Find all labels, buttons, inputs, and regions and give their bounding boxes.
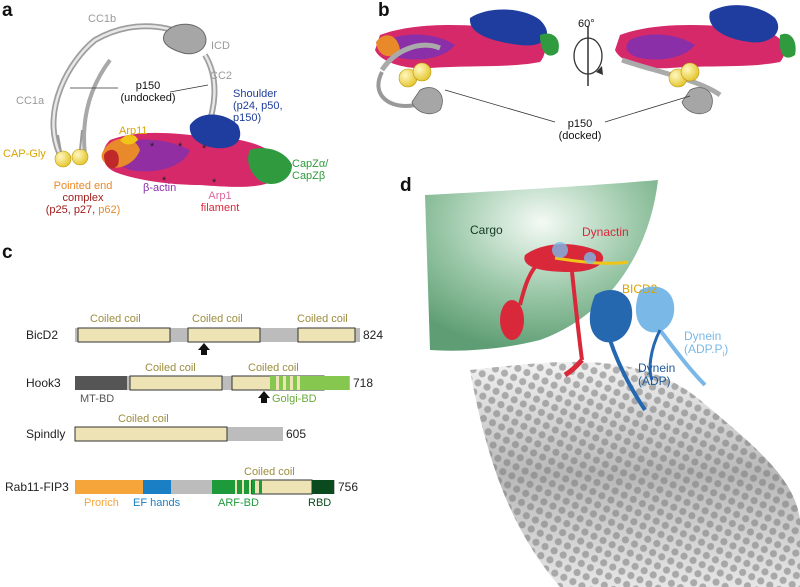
dynein-adppi-line1: Dynein — [684, 329, 722, 343]
bicd2-arrow-icon — [198, 343, 210, 355]
bicd2-cc2-label: Coiled coil — [192, 313, 243, 325]
p150-undocked-label: p150 (undocked) — [108, 80, 188, 104]
rotation-angle-label: 60° — [578, 18, 595, 30]
rab11fip3-cc-label: Coiled coil — [244, 466, 295, 478]
panel-label-b: b — [378, 0, 390, 21]
panel-label-c: c — [2, 242, 13, 263]
panel-c-domains — [74, 327, 360, 495]
mtbd-label: MT-BD — [80, 393, 115, 405]
arp1-label-line2: filament — [200, 202, 240, 215]
prorich-domain — [75, 480, 143, 494]
rab11fip3-name: Rab11-FIP3 — [5, 480, 69, 494]
dynein-adppi-close: ) — [724, 342, 729, 357]
efhands-label: EF hands — [133, 497, 181, 509]
arfbd-label: ARF-BD — [218, 497, 259, 509]
dynein-adppi-sub: i — [722, 349, 725, 359]
dynein-adp-line2: (ADP) — [638, 374, 671, 389]
shoulder-label: Shoulder (p24, p50, p150) — [233, 88, 283, 124]
rbd-domain — [312, 480, 334, 494]
hook3-cc1-label: Coiled coil — [145, 362, 196, 374]
p150-label-line2: (undocked) — [120, 92, 176, 105]
pointed-end-line3a: (p25, p27, — [45, 204, 99, 217]
icd-label: ICD — [211, 40, 230, 52]
p150-docked-label: p150 (docked) — [535, 118, 625, 142]
dynein-adppi-line2: (ADP.P — [684, 342, 723, 357]
p150-docked-line1: p150 — [567, 118, 593, 130]
capz-label-line2: CapZβ — [292, 170, 326, 183]
panel-a-structure: * * * * * — [50, 23, 292, 189]
rbd-label: RBD — [308, 497, 332, 509]
svg-text:*: * — [202, 143, 207, 155]
capz-label: CapZα/ CapZβ — [292, 158, 328, 182]
bactin-label: β-actin — [143, 182, 177, 194]
capgly-label: CAP-Gly — [3, 148, 46, 160]
dynein-adppi-shape — [635, 286, 675, 333]
p150-label-line1: p150 — [135, 80, 161, 92]
svg-text:*: * — [212, 177, 217, 189]
rab11fip3-length: 756 — [338, 480, 359, 494]
panel-d-structure — [425, 180, 800, 587]
efhands-domain — [143, 480, 171, 494]
icd-shape — [163, 23, 207, 55]
capgly-ball-1 — [54, 150, 72, 168]
panel-b-structure — [375, 5, 796, 123]
dynein-adp-line1: Dynein — [638, 361, 676, 375]
mtbd-domain — [75, 376, 127, 390]
panel-label-d: d — [400, 175, 412, 196]
spindly-length: 605 — [286, 427, 307, 441]
hook3-name: Hook3 — [26, 376, 61, 390]
bicd2-name: BicD2 — [26, 328, 59, 342]
spindly-name: Spindly — [26, 427, 66, 441]
spindly-cc-label: Coiled coil — [118, 413, 169, 425]
cc1a-label: CC1a — [16, 95, 45, 107]
capz-shape — [248, 148, 292, 185]
shoulder-label-line1: Shoulder — [233, 88, 278, 100]
golgibd-label: Golgi-BD — [272, 393, 317, 405]
pointed-end-line3b: p62) — [98, 204, 121, 217]
pointed-end-label: Pointed end complex (p25, p27, p62) — [28, 180, 138, 216]
svg-text:*: * — [178, 141, 183, 153]
svg-text:*: * — [162, 175, 167, 187]
bicd2-length: 824 — [363, 328, 384, 342]
cargo-label: Cargo — [470, 223, 503, 237]
cc2-label: CC2 — [210, 70, 233, 82]
svg-text:*: * — [150, 141, 155, 153]
arp1-label: Arp1 filament — [190, 190, 250, 214]
cc1b-label: CC1b — [88, 13, 117, 25]
arp1-label-line1: Arp1 — [208, 190, 232, 202]
dynein-adp-label: Dynein (ADP) — [638, 361, 676, 389]
dynactin-label: Dynactin — [582, 225, 629, 239]
hook3-cc2-label: Coiled coil — [248, 362, 299, 374]
pointed-end-line2: complex — [62, 192, 104, 205]
dynein-adp-shape — [589, 290, 633, 343]
bicd2-cc3-label: Coiled coil — [297, 313, 348, 325]
bicd2-cc1-label: Coiled coil — [90, 313, 141, 325]
hook3-length: 718 — [353, 376, 374, 390]
arp11-label: Arp11 — [119, 125, 148, 137]
shoulder-shape — [189, 114, 241, 149]
p150-docked-line2: (docked) — [558, 130, 602, 143]
panel-label-a: a — [2, 0, 13, 21]
bicd2-d-label: BICD2 — [622, 282, 658, 296]
shoulder-label-line2: (p24, p50, — [233, 100, 283, 113]
pointed-end-line1: Pointed end — [53, 180, 113, 192]
capgly-ball-2 — [71, 148, 89, 166]
hook3-arrow-icon — [258, 391, 270, 403]
prorich-label: Prorich — [84, 497, 119, 509]
shoulder-label-line3: p150) — [233, 112, 262, 125]
dynein-adppi-label: Dynein (ADP.Pi) — [684, 329, 729, 359]
capz-label-line1: CapZα/ — [292, 158, 329, 170]
